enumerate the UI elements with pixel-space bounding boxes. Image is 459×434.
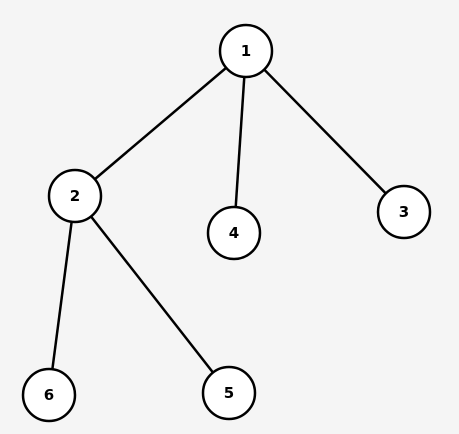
edge-2-6 (47, 195, 77, 396)
node-6: 6 (21, 367, 77, 423)
node-1: 1 (218, 23, 274, 79)
node-3: 3 (376, 184, 432, 240)
node-4-label: 4 (229, 224, 239, 242)
node-4: 4 (206, 205, 262, 261)
edge-1-4 (232, 50, 248, 234)
node-6-circle (21, 367, 77, 423)
edges (47, 50, 405, 396)
node-3-label: 3 (399, 203, 409, 221)
node-5: 5 (201, 365, 257, 421)
node-6-label: 6 (44, 386, 54, 404)
edge-1-3 (245, 50, 405, 213)
node-3-circle (376, 184, 432, 240)
edge-2-5 (74, 195, 230, 394)
node-2: 2 (47, 168, 103, 224)
node-2-label: 2 (70, 187, 80, 205)
node-1-circle (218, 23, 274, 79)
node-2-circle (47, 168, 103, 224)
nodes: 1 2 3 4 5 6 (21, 23, 432, 423)
node-1-label: 1 (241, 42, 251, 60)
node-4-circle (206, 205, 262, 261)
node-5-circle (201, 365, 257, 421)
edge-1-2 (74, 50, 247, 197)
node-5-label: 5 (224, 384, 234, 402)
